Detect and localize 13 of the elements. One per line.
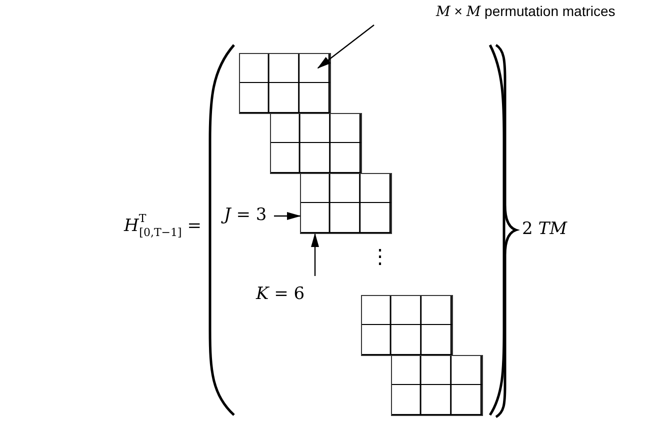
annotation-label: K = 6 <box>256 284 305 304</box>
permutation-matrix-block <box>239 53 331 114</box>
permutation-matrix-block <box>361 295 453 356</box>
arrow <box>317 24 374 69</box>
annotation-label: M × M permutation matrices <box>436 3 616 20</box>
arrow <box>311 233 319 276</box>
permutation-matrix-block <box>270 113 362 174</box>
vertical-ellipsis: ⋮ <box>370 244 390 268</box>
math-label: 2 TM <box>522 219 567 239</box>
permutation-matrix-block <box>300 173 392 234</box>
arrow <box>274 212 301 220</box>
math-label: H$^{T}$$_{[0,T−1]}$ = <box>124 212 202 239</box>
permutation-matrix-block <box>391 355 483 416</box>
